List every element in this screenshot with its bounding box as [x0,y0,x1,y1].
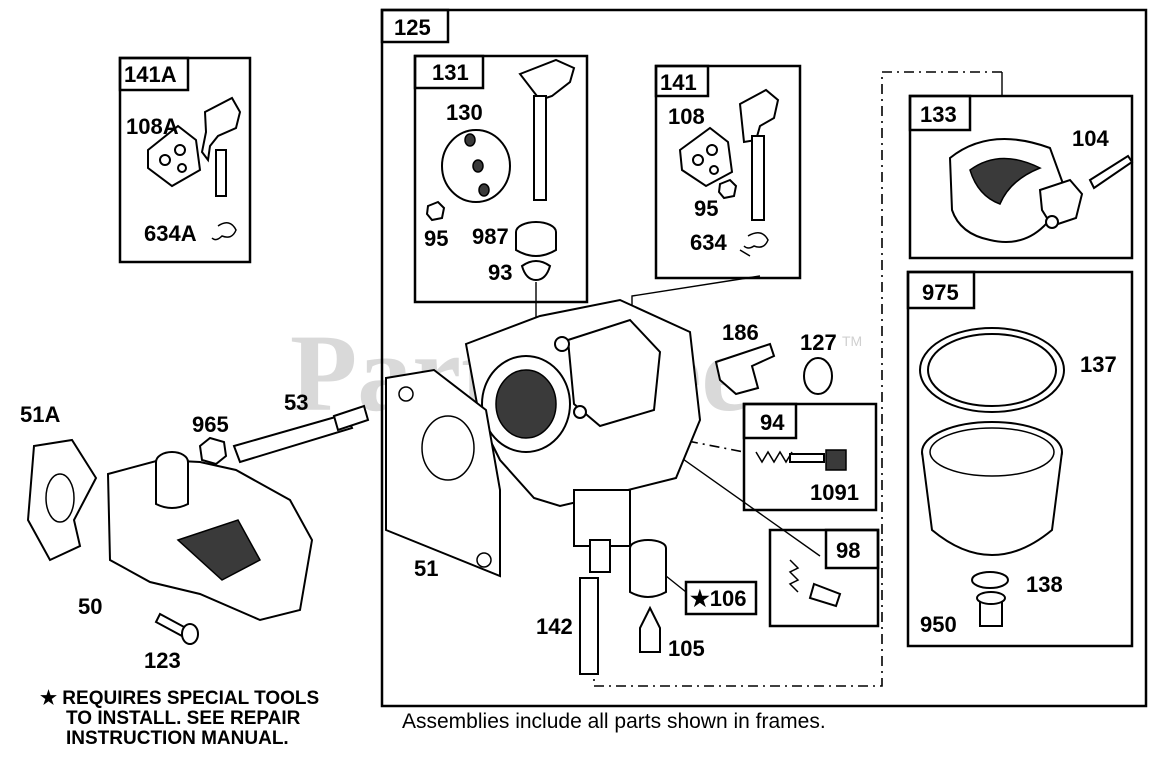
part-label-95-a: 95 [424,226,448,251]
frame-131[interactable]: 131 130 95 987 93 [413,54,589,304]
nut-965[interactable] [198,436,228,466]
frame-label-141A: 141A [124,62,177,87]
needle-94[interactable] [789,453,825,463]
shaft-lever-141A[interactable] [200,96,242,163]
part-label-987: 987 [472,224,509,249]
frame-label-94: 94 [760,410,785,435]
screw-95-throttle[interactable] [425,200,446,222]
part-label-108A: 108A [126,114,179,139]
part-label-950: 950 [920,612,957,637]
part-label-53: 53 [284,390,308,415]
spring-634A[interactable] [211,222,237,241]
choke-shaft-lever[interactable] [738,88,780,144]
frame-label-133: 133 [920,102,957,127]
gasket-51[interactable] [385,368,501,578]
part-label-130: 130 [446,100,483,125]
part-label-123: 123 [144,648,181,673]
frame-94[interactable]: 94 1091 [742,402,878,512]
valve-1091[interactable] [825,449,847,471]
throttle-shaft-lever[interactable] [518,58,576,102]
caption: Assemblies include all parts shown in fr… [402,710,826,733]
screw-98[interactable] [808,582,842,608]
part-106[interactable]: ★106 [629,539,758,616]
part-label-634: 634 [690,230,727,255]
spring-98[interactable] [788,559,800,593]
part-label-51A: 51A [20,402,60,427]
frame-label-125: 125 [394,15,431,40]
part-label-95-b: 95 [694,196,718,221]
gasket-51A[interactable] [26,438,98,562]
washer-93[interactable] [520,260,552,282]
carburetor-body[interactable] [464,298,702,573]
frame-133[interactable]: 133 104 [908,94,1134,260]
part-label-105: 105 [668,636,705,661]
part-label-108: 108 [668,104,705,129]
part-label-106: ★106 [690,586,746,611]
frame-98[interactable]: 98 [768,528,880,628]
frame-141A[interactable]: 141A 108A 634A [118,56,252,264]
part-label-51: 51 [414,556,438,581]
stud-53[interactable] [232,412,354,464]
throttle-shaft[interactable] [533,95,547,201]
spring-94[interactable] [755,450,793,464]
watermark-tm: TM [842,333,862,349]
note-line-2: TO INSTALL. SEE REPAIR [66,708,301,729]
screw-95-choke[interactable] [717,178,738,200]
part-label-93: 93 [488,260,512,285]
part-label-104: 104 [1072,126,1109,151]
part-label-137: 137 [1080,352,1117,377]
washer-138[interactable] [971,571,1009,589]
gasket-108[interactable] [678,126,734,188]
part-label-186: 186 [722,320,759,345]
gasket-108A[interactable] [147,124,202,188]
part-label-138: 138 [1026,572,1063,597]
frame-975[interactable]: 975 137 138 950 [906,270,1134,648]
spring-634[interactable] [739,232,769,257]
part-label-634A: 634A [144,221,197,246]
choke-shaft[interactable] [751,135,765,221]
note-line-3: INSTRUCTION MANUAL. [66,728,289,749]
tube-142[interactable] [579,577,599,675]
frame-141[interactable]: 141 108 95 634 [654,64,802,280]
frame-label-131: 131 [432,60,469,85]
part-label-142: 142 [536,614,573,639]
pin-104[interactable] [1088,154,1134,190]
frame-label-141: 141 [660,70,697,95]
fitting-186[interactable] [714,342,776,396]
frame-125[interactable]: 125 [380,8,1148,708]
plug-127[interactable] [803,357,833,395]
part-label-1091: 1091 [810,480,859,505]
frame-label-975: 975 [922,280,959,305]
frame-label-98: 98 [836,538,860,563]
part-label-50: 50 [78,594,102,619]
part-label-127: 127 [800,330,837,355]
note-line-1: ★ REQUIRES SPECIAL TOOLS [40,688,319,709]
needle-105[interactable] [639,605,661,653]
part-label-965: 965 [192,412,229,437]
